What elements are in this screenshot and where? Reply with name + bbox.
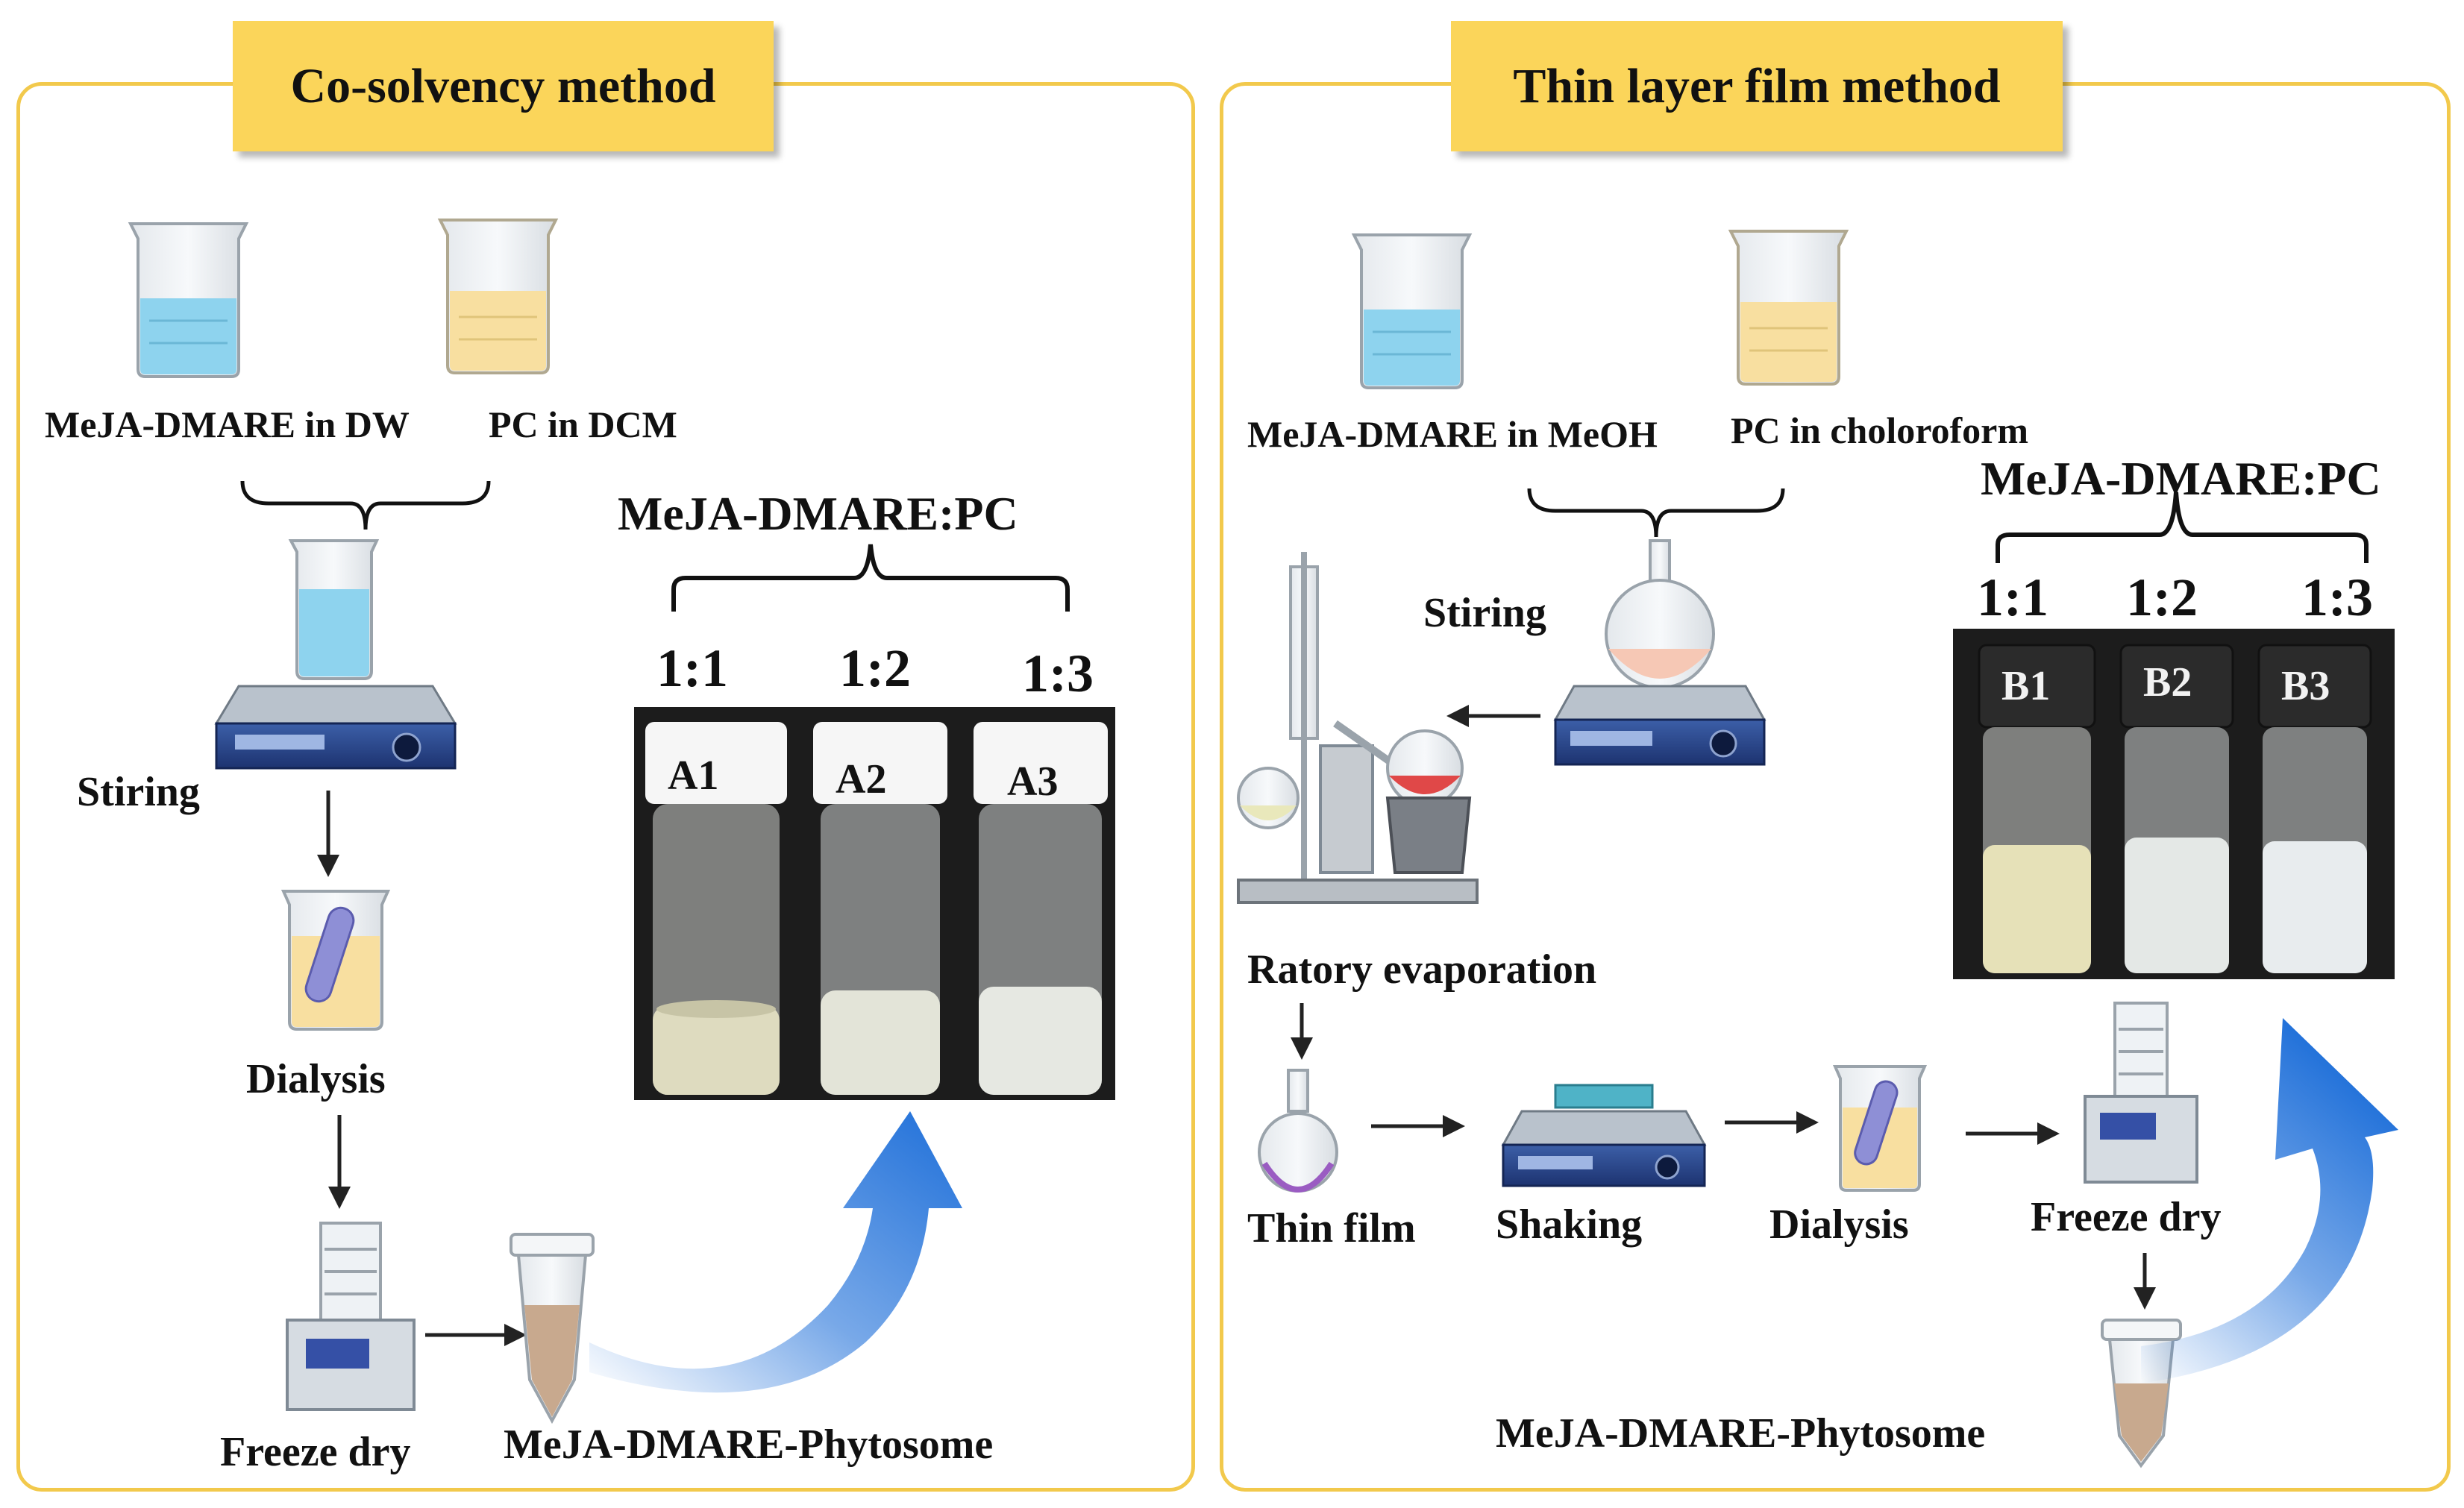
vial-a2 <box>813 722 947 1095</box>
shaking-step-label: Shaking <box>1496 1201 1643 1248</box>
evaporation-step-label: Ratory evaporation <box>1247 946 1597 993</box>
vial-label-b1: B1 <box>2001 663 2051 709</box>
ratio-2-left: 1:2 <box>839 638 911 698</box>
shaker-icon <box>1501 1084 1707 1187</box>
freeze-dry-step-label: Freeze dry <box>220 1429 411 1475</box>
co-solvency-title: Co-solvency method <box>233 21 774 151</box>
reagent-b-label: PC in DCM <box>489 403 677 445</box>
vial-photo-right: B1 B2 B3 <box>1953 629 2395 979</box>
merge-brace <box>240 480 491 530</box>
reagent-a-label-right: MeJA-DMARE in MeOH <box>1247 413 1658 455</box>
vial-label-b3: B3 <box>2281 663 2330 709</box>
vial-label-a1: A1 <box>668 753 719 799</box>
arrow-down-1 <box>317 791 339 877</box>
vial-photo-left: A1 A2 A3 <box>634 707 1115 1100</box>
rotary-evaporator-icon <box>1237 552 1479 904</box>
vial-label-a3: A3 <box>1007 758 1059 805</box>
flask-stirrer-icon <box>1553 539 1767 766</box>
beaker-icon-aqueous <box>128 222 249 378</box>
merge-brace-right <box>1527 488 1785 538</box>
ratio-brace-right <box>1996 491 2369 563</box>
vial-b3 <box>2257 644 2372 973</box>
product-label: MeJA-DMARE-Phytosome <box>504 1421 994 1468</box>
dialysis-step-label-right: Dialysis <box>1769 1201 1909 1248</box>
beaker-icon-chloroform <box>1728 230 1849 386</box>
blue-curved-arrow-right <box>2141 1018 2398 1383</box>
ratio-title-right: MeJA-DMARE:PC <box>1981 452 2381 505</box>
beaker-icon-organic <box>437 219 559 374</box>
vial-a3 <box>974 722 1108 1095</box>
product-label-right: MeJA-DMARE-Phytosome <box>1496 1410 1986 1457</box>
ratio-title-left: MeJA-DMARE:PC <box>618 487 1018 540</box>
thin-film-title: Thin layer film method <box>1451 21 2063 151</box>
arrow-left-evap <box>1446 705 1540 727</box>
arrow-right-1 <box>425 1324 527 1346</box>
arrow-right-film <box>1371 1115 1465 1137</box>
arrow-right-shake <box>1725 1111 1819 1134</box>
ratio-3-right: 1:3 <box>2301 568 2373 627</box>
ratio-1-left: 1:1 <box>656 638 728 698</box>
stir-step-label-right: Stiring <box>1423 590 1546 636</box>
vial-a1 <box>645 722 787 1095</box>
magnetic-stirrer-icon <box>214 539 457 770</box>
vial-b1 <box>1978 644 2096 973</box>
freeze-dryer-icon <box>286 1222 416 1411</box>
stir-step-label: Stiring <box>77 769 200 815</box>
ratio-brace-left <box>671 544 1070 612</box>
ratio-1-right: 1:1 <box>1977 568 2048 627</box>
dialysis-icon <box>280 890 391 1031</box>
arrow-down-2 <box>328 1115 351 1209</box>
reagent-a-label: MeJA-DMARE in DW <box>45 403 410 445</box>
product-tube-icon <box>510 1233 595 1424</box>
beaker-icon-methanol <box>1351 233 1473 389</box>
dialysis-step-label: Dialysis <box>246 1056 386 1102</box>
vial-label-a2: A2 <box>836 756 887 802</box>
arrow-down-film <box>1291 1003 1313 1060</box>
thin-film-step-label: Thin film <box>1247 1205 1416 1251</box>
arrow-down-freeze <box>2134 1253 2156 1310</box>
thin-film-flask-icon <box>1258 1069 1338 1193</box>
ratio-3-left: 1:3 <box>1022 644 1094 703</box>
arrow-right-dialysis <box>1966 1122 2060 1145</box>
freeze-dryer-icon-right <box>2084 1002 2198 1184</box>
dialysis-icon-right <box>1832 1065 1928 1192</box>
blue-curved-arrow-left <box>589 1111 962 1393</box>
vial-b2 <box>2119 644 2234 973</box>
reagent-b-label-right: PC in choloroform <box>1731 409 2029 451</box>
freeze-dry-step-label-right: Freeze dry <box>2031 1194 2222 1240</box>
ratio-2-right: 1:2 <box>2126 568 2198 627</box>
vial-label-b2: B2 <box>2143 659 2192 706</box>
